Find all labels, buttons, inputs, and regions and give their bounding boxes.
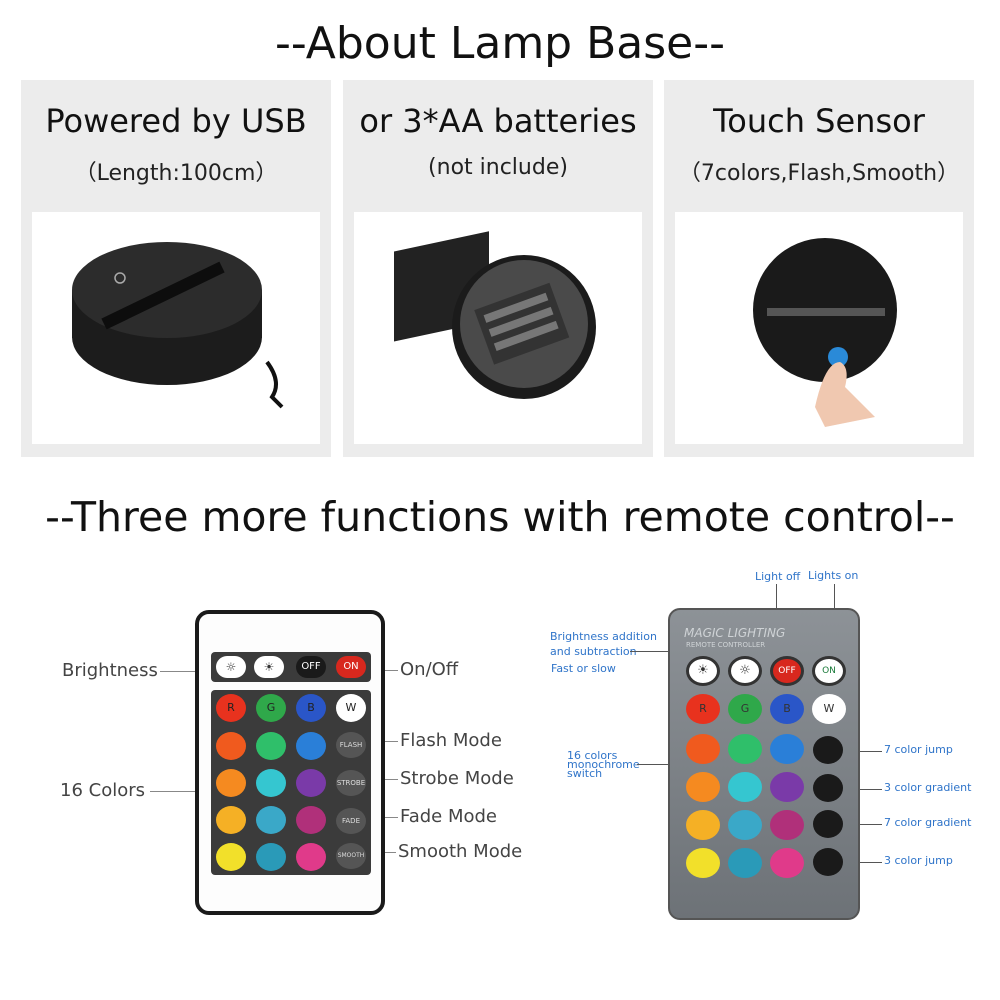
leader-line [637,764,682,765]
color-button[interactable] [728,848,762,878]
color-button[interactable] [216,769,246,797]
mode-button-7-color-jump[interactable] [813,736,843,764]
label-smooth-mode: Smooth Mode [398,841,523,862]
mode-button-7-color-gradient[interactable] [813,810,843,838]
panel-subtitle: （7colors,Flash,Smooth） [678,161,960,186]
color-button[interactable] [256,732,286,760]
color-button[interactable] [296,806,326,834]
brightness-down-icon[interactable]: ☼ [728,656,762,686]
panel-title: Powered by USB [45,102,307,140]
label-3-color-jump: 3 color jump [884,854,953,867]
color-button[interactable] [686,734,720,764]
color-button[interactable] [216,732,246,760]
on-button[interactable]: ON [336,656,366,678]
remote-brand: MAGIC LIGHTING [684,626,786,640]
color-button[interactable] [296,732,326,760]
red-button[interactable]: R [686,694,720,724]
remote-control-basic: ☼ ☀ OFF ON R G B W FLASH STROBE FADE SMO… [195,610,385,915]
blue-button[interactable]: B [296,694,326,722]
leader-line [842,751,882,752]
panel-subtitle: （Length:100cm） [74,161,278,186]
mode-button-3-color-gradient[interactable] [813,774,843,802]
usb-base-icon [72,242,284,409]
lamp-base-battery-image [354,212,642,444]
touch-base-icon [753,238,897,427]
label-7-color-gradient: 7 color gradient [884,816,972,829]
section-title-remote: --Three more functions with remote contr… [45,493,955,541]
label-16-colors: 16 Colors [60,780,145,801]
label-16-colors-2: monochrome [567,758,640,771]
brightness-down-icon[interactable]: ☼ [216,656,246,678]
color-button[interactable] [728,810,762,840]
brightness-up-icon[interactable]: ☀ [686,656,720,686]
smooth-button[interactable]: SMOOTH [336,843,366,869]
color-button[interactable] [296,843,326,871]
remote-control-magic-lighting: MAGIC LIGHTING REMOTE CONTROLLER ☀ ☼ OFF… [668,608,860,920]
color-button[interactable] [728,772,762,802]
label-7-color-jump: 7 color jump [884,743,953,756]
panel-batteries: or 3*AA batteries (not include) [343,80,653,457]
red-button[interactable]: R [216,694,246,722]
off-button[interactable]: OFF [296,656,326,678]
brightness-up-icon[interactable]: ☀ [254,656,284,678]
lamp-base-usb-image [32,212,320,444]
label-3-color-gradient: 3 color gradient [884,781,972,794]
color-button[interactable] [686,772,720,802]
color-button[interactable] [256,806,286,834]
panel-title: Touch Sensor [713,102,925,140]
leader-line [842,824,882,825]
label-16-colors-1: 16 colors [567,749,618,762]
label-light-off: Light off [755,570,801,583]
green-button[interactable]: G [256,694,286,722]
remote-brand-sub: REMOTE CONTROLLER [686,641,766,649]
white-button[interactable]: W [336,694,366,722]
label-fast-slow: Fast or slow [551,662,616,675]
color-button[interactable] [216,843,246,871]
label-brightness-1: Brightness addition [550,630,657,643]
label-on-off: On/Off [400,659,459,680]
leader-line [630,651,705,652]
color-button[interactable] [256,769,286,797]
color-button[interactable] [770,772,804,802]
color-button[interactable] [728,734,762,764]
label-brightness-2: and subtraction [550,645,637,658]
panel-subtitle: (not include) [428,155,568,180]
label-flash-mode: Flash Mode [400,730,502,751]
color-button[interactable] [256,843,286,871]
color-button[interactable] [296,769,326,797]
mode-button-3-color-jump[interactable] [813,848,843,876]
label-strobe-mode: Strobe Mode [400,768,514,789]
color-button[interactable] [686,848,720,878]
flash-button[interactable]: FLASH [336,732,366,758]
lamp-base-touch-image [675,212,963,444]
leader-line [842,789,882,790]
on-button[interactable]: ON [812,656,846,686]
color-button[interactable] [686,810,720,840]
strobe-button[interactable]: STROBE [336,770,366,796]
section-title-lamp-base: --About Lamp Base-- [274,18,725,69]
blue-button[interactable]: B [770,694,804,724]
leader-line [842,862,882,863]
color-button[interactable] [216,806,246,834]
color-button[interactable] [770,810,804,840]
panel-title: or 3*AA batteries [359,102,637,140]
label-16-colors-3: switch [567,767,603,780]
leader-line [160,671,212,672]
fade-button[interactable]: FADE [336,808,366,834]
off-button[interactable]: OFF [770,656,804,686]
battery-base-icon [394,231,596,399]
label-lights-on: Lights on [808,569,859,582]
white-button[interactable]: W [812,694,846,724]
leader-line [150,791,212,792]
panel-touch-sensor: Touch Sensor （7colors,Flash,Smooth） [664,80,974,457]
green-button[interactable]: G [728,694,762,724]
panel-usb: Powered by USB （Length:100cm） [21,80,331,457]
label-fade-mode: Fade Mode [400,806,497,827]
color-button[interactable] [770,848,804,878]
label-brightness: Brightness [62,660,158,681]
color-button[interactable] [770,734,804,764]
